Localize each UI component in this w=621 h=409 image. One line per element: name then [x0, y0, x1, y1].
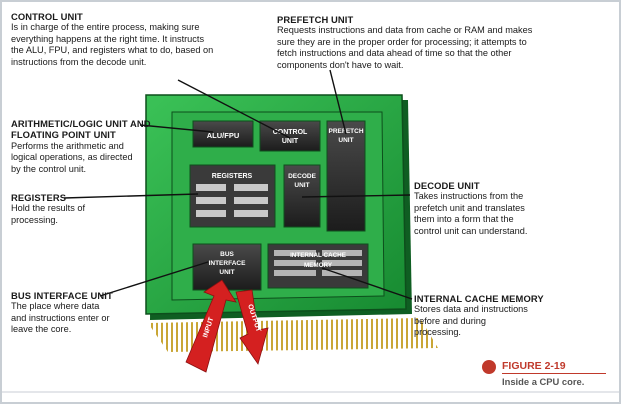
label-decode-unit: DECODE UNIT Takes instructions from the …	[414, 180, 528, 236]
svg-text:PREFETCH: PREFETCH	[328, 128, 363, 135]
input-arrow: INPUT	[185, 279, 237, 373]
decode-unit-block: DECODE UNIT	[283, 164, 321, 228]
svg-text:UNIT: UNIT	[338, 137, 353, 144]
alu-fpu-block: ALU/FPU	[192, 120, 254, 148]
internal-cache-block: INTERNAL CACHE MEMORY	[267, 243, 369, 289]
svg-text:INTERNAL CACHE: INTERNAL CACHE	[290, 252, 346, 259]
svg-text:UNIT: UNIT	[294, 182, 309, 189]
svg-text:MEMORY: MEMORY	[304, 262, 333, 269]
label-alu-fpu: ARITHMETIC/LOGIC UNIT AND FLOATING POINT…	[11, 118, 151, 174]
label-registers: REGISTERS Hold the results of processing…	[11, 192, 86, 225]
svg-text:CONTROL: CONTROL	[273, 129, 308, 136]
figure-badge-icon	[482, 360, 496, 374]
leader-lines	[63, 69, 413, 300]
svg-text:INTERFACE: INTERFACE	[209, 260, 247, 267]
prefetch-unit-block: PREFETCH UNIT	[326, 120, 366, 232]
label-bus-interface-unit: BUS INTERFACE UNIT The place where data …	[11, 290, 113, 335]
label-internal-cache-memory: INTERNAL CACHE MEMORY Stores data and in…	[414, 293, 544, 338]
svg-text:REGISTERS: REGISTERS	[212, 173, 253, 180]
label-prefetch-unit: PREFETCH UNIT Requests instructions and …	[277, 14, 533, 70]
label-control-unit: CONTROL UNIT Is in charge of the entire …	[11, 11, 214, 67]
svg-text:BUS: BUS	[220, 251, 234, 258]
figure-number: FIGURE 2-19	[502, 360, 566, 372]
figure-subtitle: Inside a CPU core.	[502, 376, 585, 387]
control-unit-block: CONTROL UNIT	[259, 120, 321, 152]
bus-interface-unit-block: BUS INTERFACE UNIT	[192, 243, 262, 291]
svg-text:UNIT: UNIT	[219, 269, 234, 276]
svg-text:UNIT: UNIT	[282, 138, 299, 145]
chip-pins	[148, 318, 438, 352]
caption-rule	[502, 373, 606, 374]
figure-caption: FIGURE 2-19 Inside a CPU core.	[482, 360, 606, 387]
registers-block: REGISTERS	[189, 164, 276, 228]
alu-fpu-label: ALU/FPU	[207, 131, 240, 140]
svg-text:DECODE: DECODE	[288, 173, 316, 180]
